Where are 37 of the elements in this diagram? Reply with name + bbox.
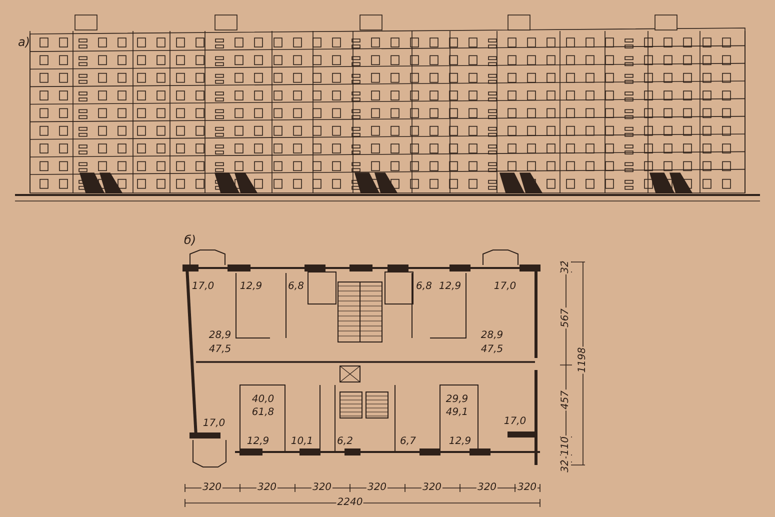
area-label: 40,0 <box>252 395 274 405</box>
dimension-value: 320 <box>366 483 388 493</box>
dimension-value: 320 <box>311 483 333 493</box>
dimension-value: 320 <box>516 483 538 493</box>
area-label: 28,9 <box>480 331 504 341</box>
area-label: 10,1 <box>290 437 314 447</box>
dimension-value: 457 <box>561 389 571 411</box>
area-label: 17,0 <box>202 419 226 429</box>
area-label: 17,0 <box>192 282 214 292</box>
dimension-value: 320 <box>256 483 278 493</box>
panel-label: б) <box>184 234 196 246</box>
dimension-value: 320 <box>201 483 223 493</box>
dimension-value: 32 <box>561 458 571 474</box>
dimension-value: 567 <box>561 307 571 329</box>
area-label: 6,8 <box>288 282 304 292</box>
area-label: 12,9 <box>438 282 462 292</box>
area-label: 12,9 <box>246 437 270 447</box>
dimension-value: 1198 <box>578 346 588 374</box>
dimension-value: 2240 <box>336 498 364 508</box>
dimension-value: 320 <box>421 483 443 493</box>
area-label: 47,5 <box>480 345 504 355</box>
area-label: 29,9 <box>446 395 468 405</box>
area-label: 17,0 <box>504 417 526 427</box>
dimension-value: 320 <box>476 483 498 493</box>
area-label: 61,8 <box>252 408 274 418</box>
area-label: 12,9 <box>240 282 262 292</box>
area-label: 49,1 <box>446 408 468 418</box>
area-label: 28,9 <box>208 331 232 341</box>
panel-label: а) <box>18 36 30 48</box>
area-label: 6,2 <box>337 437 353 447</box>
area-label: 17,0 <box>494 282 516 292</box>
dimension-value: 32 <box>561 260 571 274</box>
area-label: 47,5 <box>208 345 232 355</box>
area-label: 6,8 <box>416 282 432 292</box>
area-label: 6,7 <box>400 437 416 447</box>
area-label: 12,9 <box>448 437 472 447</box>
dimension-value: 110 <box>561 435 571 457</box>
